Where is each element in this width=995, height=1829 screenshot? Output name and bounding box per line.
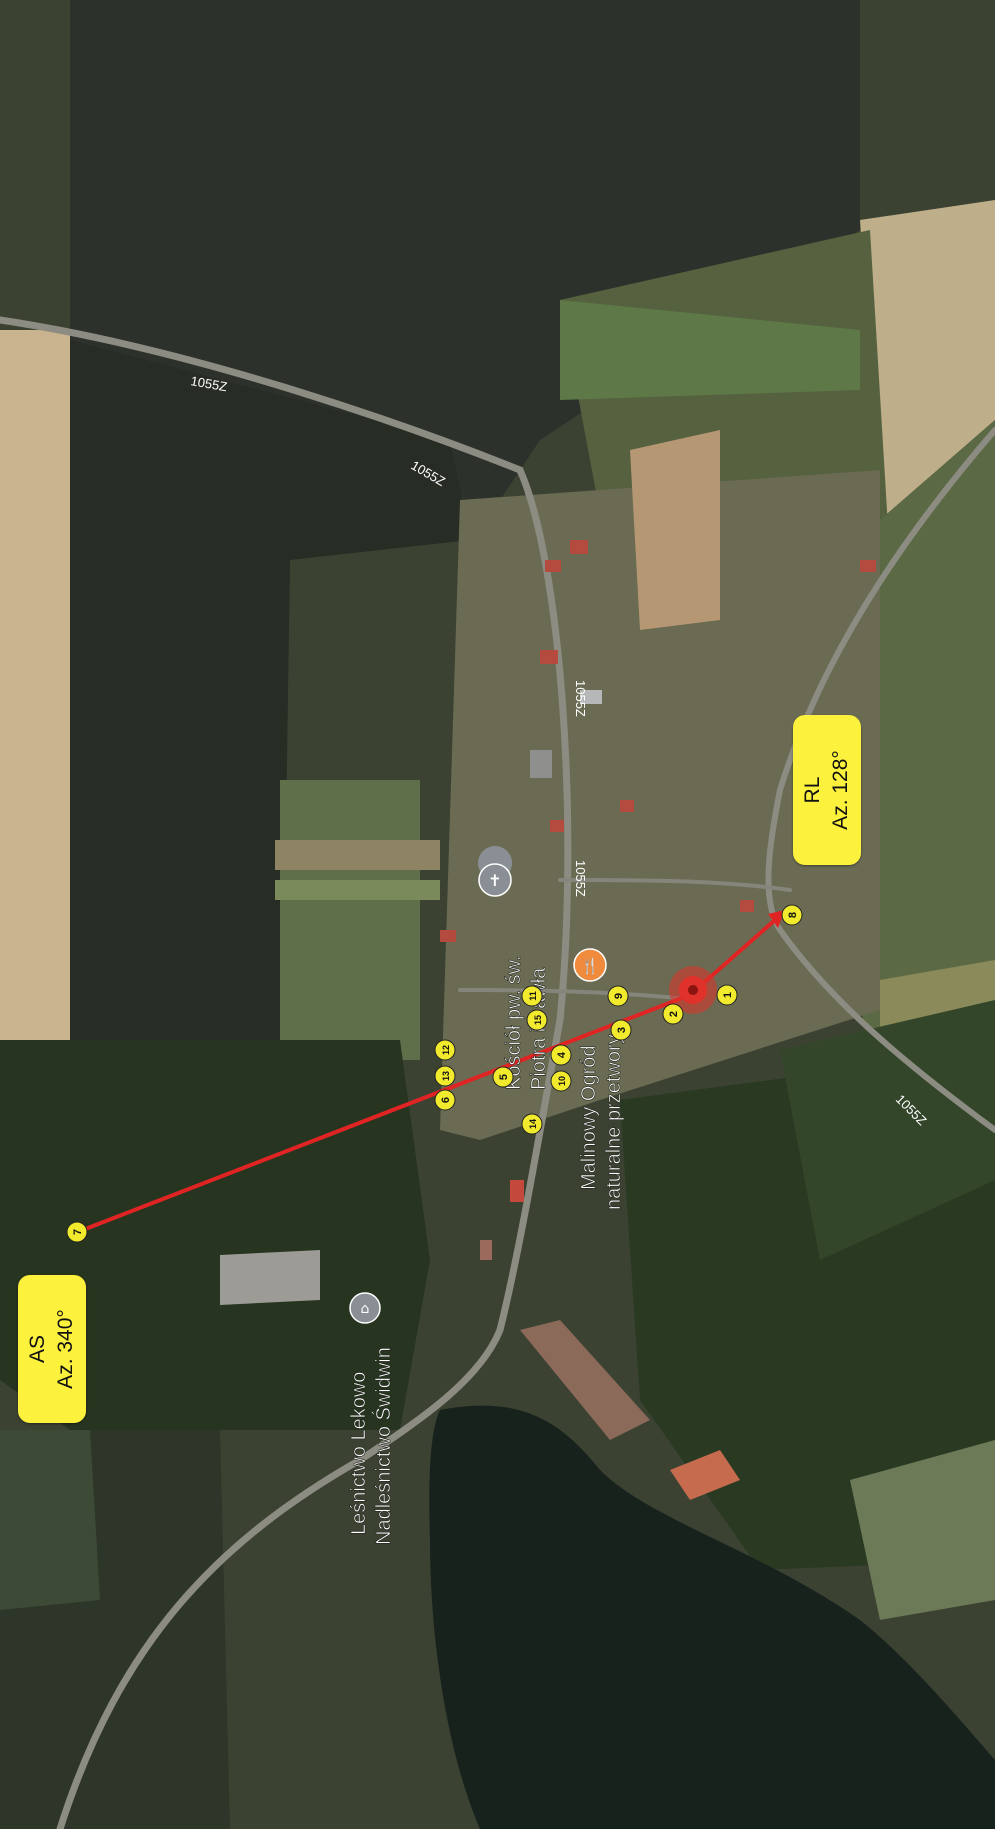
museum-icon bbox=[349, 1292, 381, 1324]
svg-text:12: 12 bbox=[441, 1045, 451, 1055]
poi-label-forestry-2: Nadleśnictwo Świdwin bbox=[371, 1347, 395, 1545]
svg-text:9: 9 bbox=[613, 993, 625, 999]
point-4: 4 bbox=[550, 1044, 572, 1066]
road-1055z bbox=[0, 316, 572, 1829]
bearing-line-as bbox=[74, 993, 691, 1235]
poi-label-restaurant-1: Malinowy Ogród bbox=[578, 1045, 600, 1190]
point-7: 7 bbox=[66, 1221, 88, 1243]
callout-as-azimuth: Az. 340° bbox=[54, 1309, 77, 1389]
road-label: 1055Z bbox=[573, 680, 588, 717]
svg-text:6: 6 bbox=[440, 1097, 452, 1103]
church-icon bbox=[478, 863, 512, 897]
museum-pin[interactable]: ⌂ bbox=[349, 1292, 381, 1324]
point-9: 9 bbox=[607, 985, 629, 1007]
point-8: 8 bbox=[781, 904, 803, 926]
road-label: 1055Z bbox=[573, 860, 588, 897]
svg-text:⌂: ⌂ bbox=[361, 1301, 370, 1317]
svg-text:✝: ✝ bbox=[488, 871, 501, 890]
svg-text:15: 15 bbox=[533, 1015, 543, 1025]
svg-text:3: 3 bbox=[616, 1027, 628, 1033]
roads bbox=[0, 316, 995, 1829]
svg-text:4: 4 bbox=[556, 1051, 568, 1058]
point-5: 5 bbox=[492, 1066, 514, 1088]
restaurant-pin[interactable]: 🍴 bbox=[573, 948, 607, 982]
road-side bbox=[558, 878, 792, 892]
arrowhead-rl bbox=[768, 910, 785, 928]
callout-as-code: AS bbox=[26, 1335, 49, 1364]
point-14: 14 bbox=[521, 1113, 543, 1135]
point-1: 1 bbox=[716, 984, 738, 1006]
point-2: 2 bbox=[662, 1003, 684, 1025]
point-3: 3 bbox=[610, 1019, 632, 1041]
callout-rl-code: RL bbox=[801, 776, 824, 804]
svg-text:5: 5 bbox=[498, 1074, 510, 1080]
point-11: 11 bbox=[521, 985, 543, 1007]
poi-label-forestry-1: Leśnictwo Lekowo bbox=[348, 1372, 370, 1535]
road-side-2 bbox=[458, 988, 702, 1002]
point-10: 10 bbox=[550, 1070, 572, 1092]
svg-text:7: 7 bbox=[72, 1229, 84, 1235]
svg-text:13: 13 bbox=[441, 1071, 451, 1081]
numbered-points[interactable]: 1 2 3 4 5 6 7 8 9 10 11 12 13 14 15 bbox=[66, 904, 803, 1243]
svg-text:10: 10 bbox=[557, 1076, 567, 1086]
svg-text:8: 8 bbox=[787, 912, 799, 918]
road-label: 1055Z bbox=[189, 373, 228, 394]
poi-label-church-1: Kościół pw. św. bbox=[503, 955, 525, 1090]
church-pin[interactable]: ✝ bbox=[478, 846, 513, 897]
point-13: 13 bbox=[434, 1065, 456, 1087]
road-east bbox=[765, 427, 995, 1133]
restaurant-icon bbox=[573, 948, 607, 982]
callout-as: AS Az. 340° bbox=[18, 1275, 86, 1423]
svg-text:1: 1 bbox=[722, 992, 734, 998]
svg-text:11: 11 bbox=[528, 991, 538, 1001]
buildings bbox=[440, 540, 876, 1260]
svg-text:2: 2 bbox=[668, 1011, 680, 1017]
location-pin[interactable] bbox=[669, 966, 717, 1014]
callout-rl: RL Az. 128° bbox=[793, 715, 861, 865]
point-6: 6 bbox=[434, 1089, 456, 1111]
svg-text:14: 14 bbox=[528, 1119, 538, 1129]
point-15: 15 bbox=[526, 1009, 548, 1031]
point-12: 12 bbox=[434, 1039, 456, 1061]
svg-text:🍴: 🍴 bbox=[581, 957, 600, 975]
callout-rl-azimuth: Az. 128° bbox=[829, 750, 852, 830]
poi-label-restaurant-2: naturalne przetwory bbox=[603, 1034, 625, 1210]
